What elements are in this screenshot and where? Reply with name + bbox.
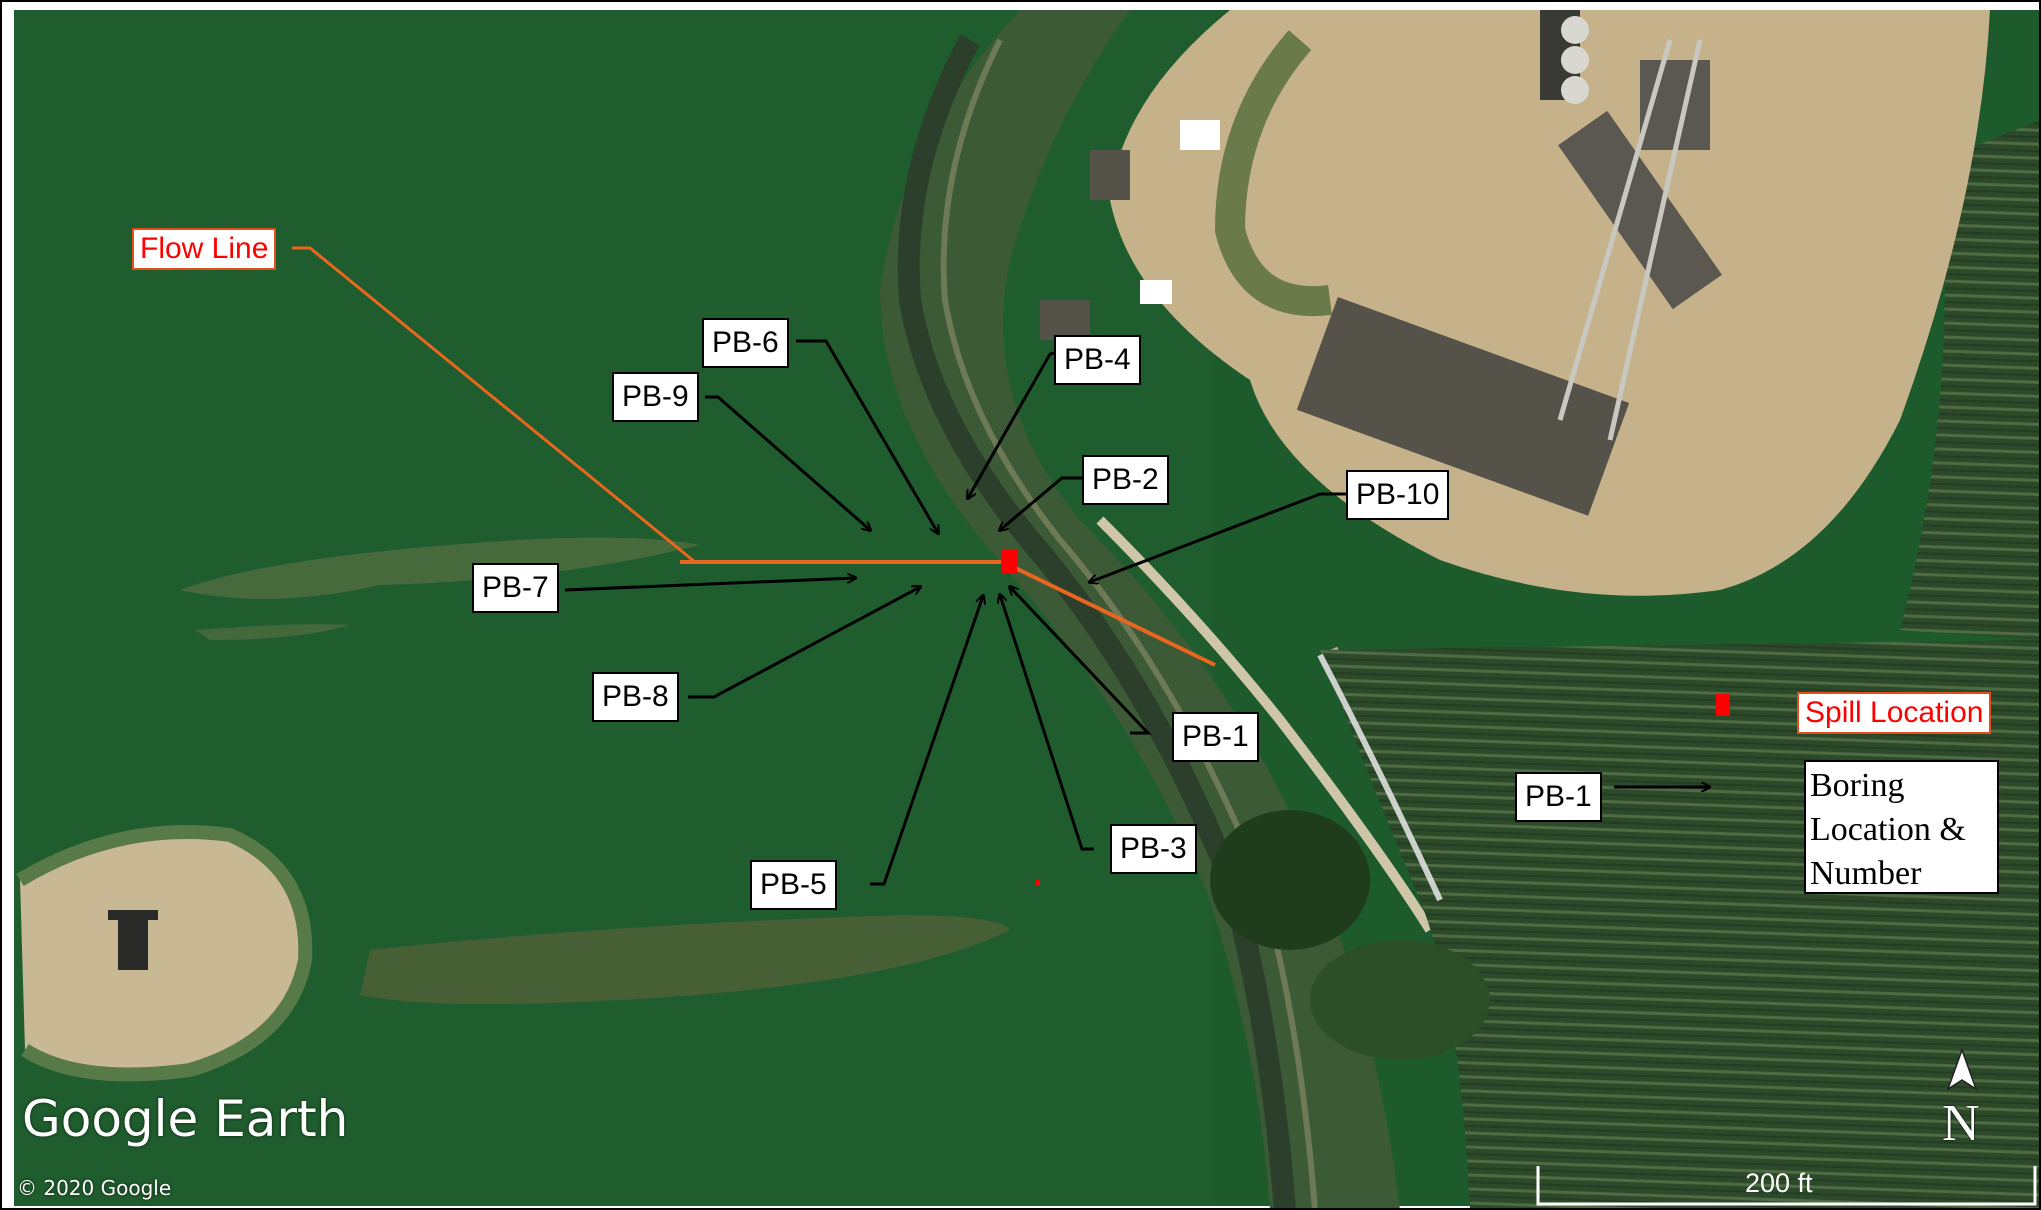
north-label: N bbox=[1942, 1095, 1980, 1152]
facility-equipment bbox=[1040, 10, 1722, 516]
legend-boring-label: PB-1 bbox=[1515, 772, 1602, 822]
pumpjack bbox=[108, 910, 158, 970]
well-pad bbox=[1110, 10, 1990, 596]
boring-label-pb3: PB-3 bbox=[1110, 824, 1197, 874]
boring-label-pb10: PB-10 bbox=[1346, 470, 1450, 520]
boring-label-pb2: PB-2 bbox=[1082, 455, 1169, 505]
boring-label-pb5: PB-5 bbox=[750, 860, 837, 910]
boring-label-pb4: PB-4 bbox=[1054, 335, 1141, 385]
scale-bar bbox=[1536, 1166, 2037, 1206]
legend-line-2: Location & bbox=[1810, 811, 1966, 848]
google-earth-logo: Google Earth bbox=[22, 1090, 349, 1148]
boring-label-pb6: PB-6 bbox=[702, 318, 789, 368]
copyright-text: © 2020 Google bbox=[17, 1176, 172, 1200]
flow-line-label: Flow Line bbox=[132, 228, 277, 270]
spill-marker bbox=[1001, 549, 1017, 573]
sw-pad bbox=[20, 832, 306, 1075]
boring-label-pb7: PB-7 bbox=[472, 563, 559, 613]
flow-line bbox=[292, 246, 696, 564]
boring-label-pb9: PB-9 bbox=[612, 372, 699, 422]
north-arrow-icon bbox=[1946, 1047, 1978, 1091]
boring-legend-box: Boring Location & Number bbox=[1804, 760, 1999, 894]
legend-line-1: Boring bbox=[1810, 767, 1905, 804]
boring-label-pb1: PB-1 bbox=[1172, 712, 1259, 762]
spill-location-label: Spill Location bbox=[1797, 692, 1992, 734]
legend-spill-marker bbox=[1716, 694, 1730, 716]
legend-line-3: Number bbox=[1810, 855, 1922, 892]
boring-label-pb8: PB-8 bbox=[592, 672, 679, 722]
boring-arrows bbox=[564, 339, 1709, 886]
scale-bar-label: 200 ft bbox=[1745, 1168, 1813, 1198]
